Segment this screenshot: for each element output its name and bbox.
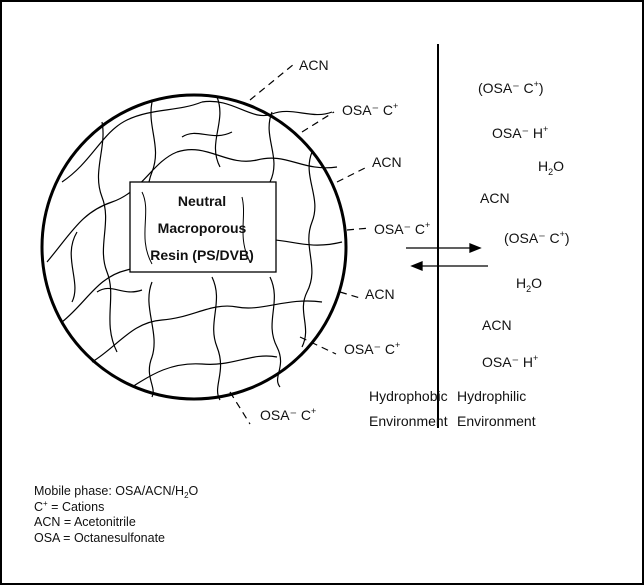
legend-osa: OSA = Octanesulfonate [34, 530, 165, 545]
surface-label-acn: ACN [365, 286, 395, 302]
ion-pair-text: OSA⁻ C [344, 341, 395, 357]
water-h: H [538, 158, 548, 174]
polymer-strand [301, 151, 316, 348]
legend: Mobile phase: OSA/ACN/H2O C+ = Cations A… [34, 484, 198, 546]
legend-acn: ACN = Acetonitrile [34, 515, 136, 529]
osa-proton-sup: + [543, 124, 548, 134]
aqueous-acn: ACN [482, 317, 512, 333]
tail-dash [229, 391, 251, 425]
aqueous-osa-proton: OSA⁻ H+ [482, 353, 538, 370]
aqueous-water: H2O [538, 158, 564, 177]
polymer-strand [181, 131, 233, 138]
polymer-strand [96, 287, 143, 293]
surface-tails [229, 63, 371, 425]
ion-pair-text: OSA⁻ C [342, 102, 393, 118]
hydrophobic-label-line1: Hydrophobic [369, 388, 448, 404]
legend-mobile-phase-sub: 2 [184, 491, 189, 500]
aqueous-osa-proton: OSA⁻ H+ [492, 124, 548, 141]
ion-pair-sup: + [534, 79, 539, 89]
polymer-strand [141, 191, 153, 265]
surface-label-osa-cation: OSA⁻ C+ [344, 340, 400, 357]
surface-label-osa-cation: OSA⁻ C+ [260, 406, 316, 423]
polymer-strand [236, 300, 323, 309]
tail-dash [299, 336, 337, 355]
legend-cations: C+ = Cations [34, 498, 198, 516]
ion-pair-text: (OSA⁻ C [478, 80, 534, 96]
polymer-strand [46, 151, 178, 263]
legend-cations-c: C [34, 499, 44, 514]
aqueous-acn: ACN [480, 190, 510, 206]
arrow-left-head [410, 261, 423, 271]
legend-mobile-phase: Mobile phase: OSA/ACN/H2O [34, 484, 198, 500]
water-sub: 2 [526, 284, 531, 294]
surface-label-osa-cation: OSA⁻ C+ [342, 101, 398, 118]
water-sub: 2 [548, 167, 553, 177]
ion-pair-sup: + [395, 340, 400, 350]
water-h: H [516, 275, 526, 291]
ion-pair-text: OSA⁻ C [260, 407, 311, 423]
ion-pair-sup: + [393, 101, 398, 111]
legend-mobile-phase-prefix: Mobile phase: OSA/ACN/H [34, 484, 185, 498]
aqueous-water: H2O [516, 275, 542, 294]
tail-dash [339, 291, 361, 299]
ion-pair-sup: + [311, 406, 316, 416]
polymer-network [46, 96, 343, 401]
ion-pair-text: (OSA⁻ C [504, 230, 560, 246]
hydrophilic-label-line1: Hydrophilic [457, 388, 526, 404]
arrow-right-head [469, 243, 482, 253]
surface-label-acn: ACN [372, 154, 402, 170]
hydrophobic-label-line2: Environment [369, 413, 448, 429]
polymer-strand [211, 276, 222, 401]
surface-label-osa-cation: OSA⁻ C+ [374, 220, 430, 237]
polymer-strand [269, 276, 282, 388]
box-inner-strands [141, 191, 251, 265]
resin-box [129, 181, 277, 273]
tail-dash [346, 227, 371, 231]
polymer-strand [176, 149, 338, 169]
ion-pair-sup: + [425, 220, 430, 230]
polymer-strand [214, 96, 221, 168]
legend-mobile-phase-suffix: O [188, 484, 199, 498]
equilibrium-arrows [406, 243, 488, 271]
tail-dash [301, 111, 335, 133]
aqueous-ion-pair: (OSA⁻ C+) [504, 229, 570, 246]
polymer-strand [97, 121, 118, 353]
polymer-strand [148, 281, 155, 398]
osa-proton-text: OSA⁻ H [492, 125, 543, 141]
polymer-strand [70, 231, 78, 303]
tail-dash [336, 166, 368, 183]
resin-label-line1: Neutral [178, 193, 226, 209]
ion-pair-sup: + [560, 229, 565, 239]
ion-pair-text: OSA⁻ C [374, 221, 425, 237]
polymer-strand [201, 100, 333, 117]
surface-label-acn: ACN [299, 57, 329, 73]
osa-proton-sup: + [533, 353, 538, 363]
polymer-strand [268, 111, 275, 183]
osa-proton-text: OSA⁻ H [482, 354, 533, 370]
tail-dash [249, 63, 295, 101]
resin-bead-circle [40, 93, 348, 401]
polymer-strand [241, 196, 251, 263]
ion-pair-close: ) [565, 230, 570, 246]
legend-cations-rest: = Cations [47, 499, 105, 514]
polymer-strand [61, 101, 203, 183]
resin-label-line2: Macroporous [158, 220, 247, 236]
legend-cations-sup: + [43, 498, 48, 508]
resin-label-line3: Resin (PS/DVB) [150, 247, 253, 263]
polymer-strand [131, 355, 278, 388]
water-o: O [531, 275, 542, 291]
water-o: O [553, 158, 564, 174]
ion-pair-close: ) [539, 80, 544, 96]
hydrophilic-label-line2: Environment [457, 413, 536, 429]
aqueous-ion-pair: (OSA⁻ C+) [478, 79, 544, 96]
